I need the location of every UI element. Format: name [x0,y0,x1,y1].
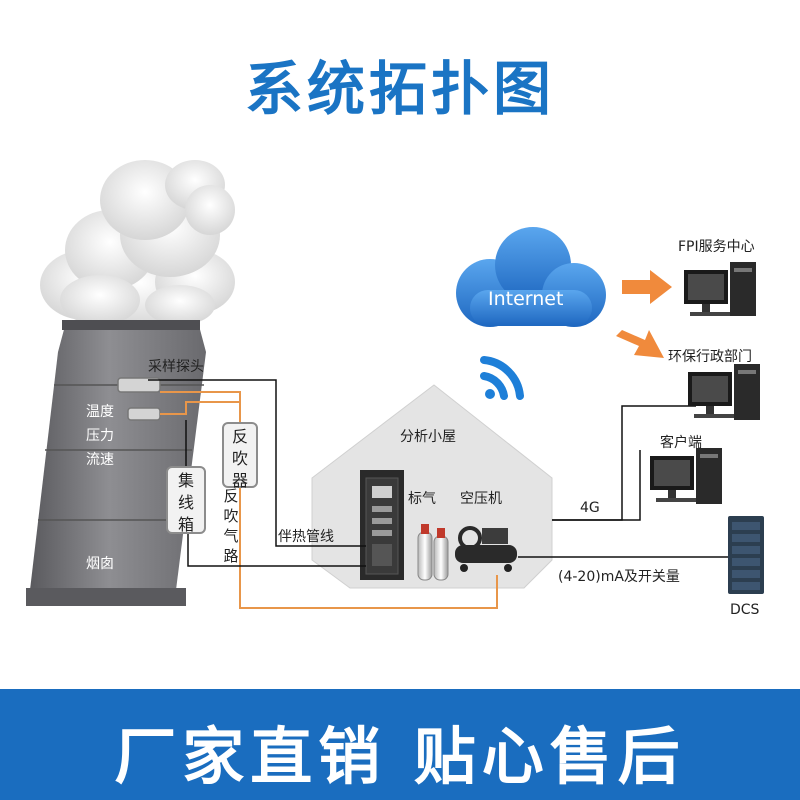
bottom-banner [0,689,800,800]
chimney-measure-1: 温度 [86,404,114,420]
computer-env [688,364,760,420]
link-dcs-label: (4-20)mA及开关量 [558,569,680,585]
banner-slogan: 厂家直销 贴心售后 [114,720,686,793]
computer-client [650,448,722,504]
back-blower-label: 反吹器 [231,427,248,490]
gas-lines [160,391,498,609]
back-blower: 反吹器 [222,422,258,490]
internet-cloud [456,227,606,327]
arrows [616,270,672,358]
heat-trace-line-label: 伴热管线 [278,529,334,545]
wifi-icon [480,356,524,400]
smoke-plume [40,160,235,328]
sampling-probe [117,377,161,421]
computer-fpi [684,262,756,316]
analyzer-cabinet [360,470,404,580]
back-blow-gas-path-label: 反吹气路 [223,487,239,565]
sampling-probe-label: 采样探头 [148,359,204,375]
air-compressor-machine [455,526,517,572]
chimney-measure-3: 流速 [86,452,114,468]
chimney-measure-2: 压力 [86,428,114,444]
junction-box-label: 集线箱 [177,471,194,534]
env-dept-label: 环保行政部门 [668,349,752,365]
client-label: 客户端 [660,435,702,451]
calibration-gas-label: 标气 [408,491,436,507]
junction-box: 集线箱 [166,466,206,534]
chimney [26,320,206,606]
fpi-center-label: FPI服务中心 [678,239,755,255]
air-compressor-label: 空压机 [460,491,502,507]
analysis-house-label: 分析小屋 [400,429,456,445]
link-4g-label: 4G [580,500,600,516]
gas-bottles [417,524,449,581]
dcs-label: DCS [730,602,760,618]
dcs-server [728,516,764,594]
page-title: 系统拓扑图 [244,55,555,123]
internet-label: Internet [488,288,564,310]
chimney-label: 烟囱 [86,556,114,572]
